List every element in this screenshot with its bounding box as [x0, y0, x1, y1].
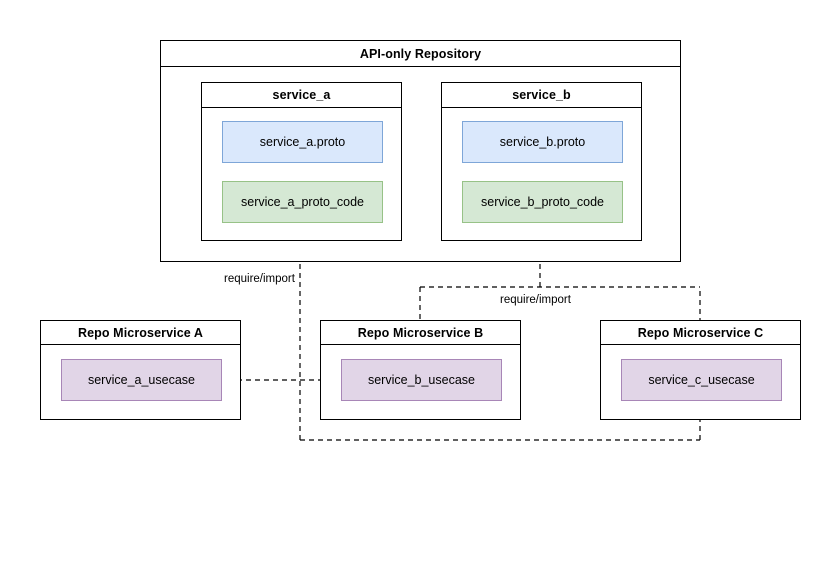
service-a-box[interactable]: service_a service_a.proto service_a_prot… — [201, 82, 402, 241]
repo-microservice-c-box[interactable]: Repo Microservice C service_c_usecase — [600, 320, 801, 420]
service-b-title: service_b — [442, 83, 641, 108]
service-a-usecase-node[interactable]: service_a_usecase — [61, 359, 222, 401]
repo-microservice-c-title: Repo Microservice C — [601, 321, 800, 345]
service-b-proto-node[interactable]: service_b.proto — [462, 121, 623, 163]
service-b-proto-code-node[interactable]: service_b_proto_code — [462, 181, 623, 223]
repo-microservice-a-box[interactable]: Repo Microservice A service_a_usecase — [40, 320, 241, 420]
repo-microservice-b-title: Repo Microservice B — [321, 321, 520, 345]
repo-microservice-a-title: Repo Microservice A — [41, 321, 240, 345]
service-b-usecase-node[interactable]: service_b_usecase — [341, 359, 502, 401]
service-a-proto-code-node[interactable]: service_a_proto_code — [222, 181, 383, 223]
service-a-title: service_a — [202, 83, 401, 108]
service-b-box[interactable]: service_b service_b.proto service_b_prot… — [441, 82, 642, 241]
edge-label-require-import-a: require/import — [222, 273, 297, 285]
service-c-usecase-node[interactable]: service_c_usecase — [621, 359, 782, 401]
repo-microservice-b-box[interactable]: Repo Microservice B service_b_usecase — [320, 320, 521, 420]
api-only-repository-box[interactable]: API-only Repository service_a service_a.… — [160, 40, 681, 262]
api-only-repository-title: API-only Repository — [161, 41, 680, 67]
edge-label-require-import-b: require/import — [498, 294, 573, 306]
service-a-proto-node[interactable]: service_a.proto — [222, 121, 383, 163]
